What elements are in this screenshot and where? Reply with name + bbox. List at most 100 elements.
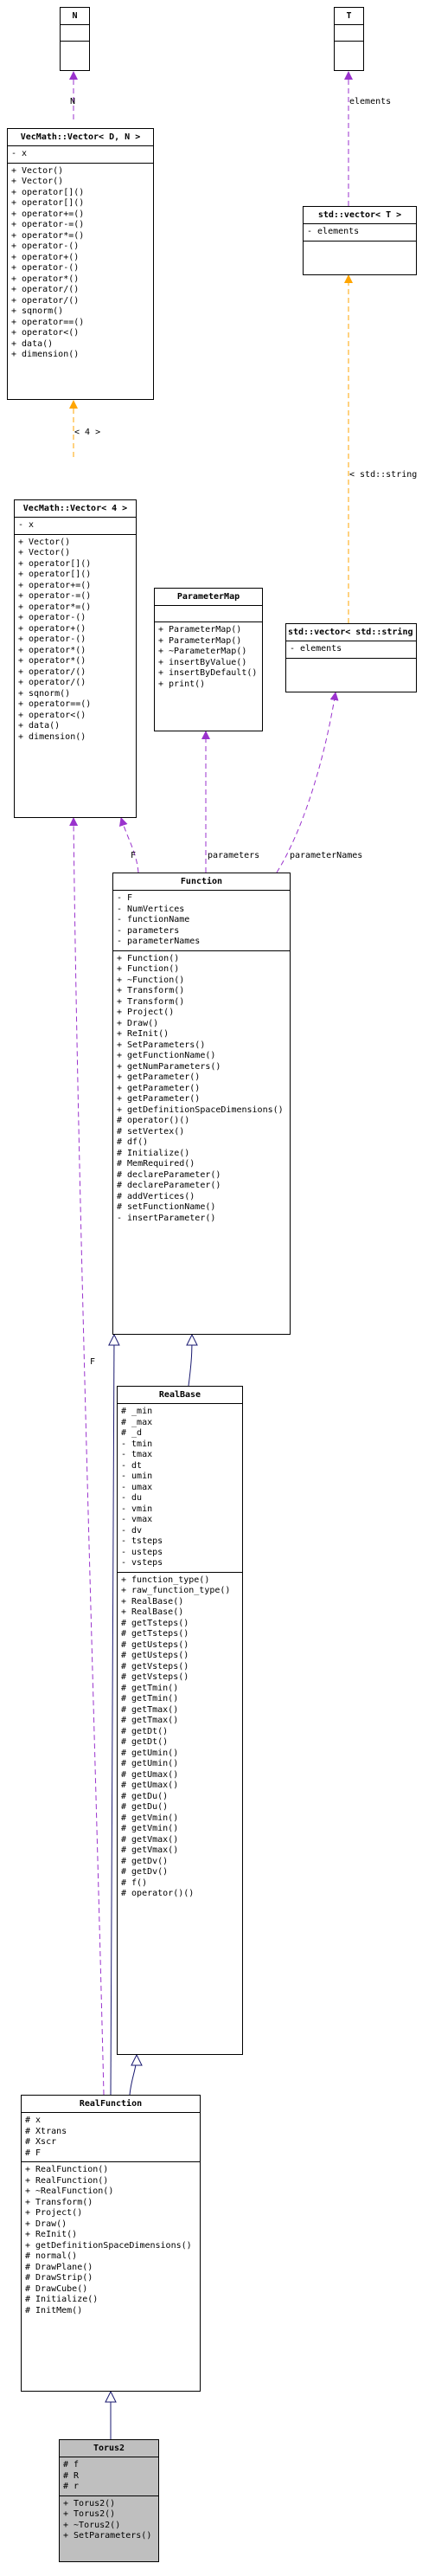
method-item: # getVmin() [121,1824,179,1833]
attribute-item: # r [63,2482,80,2491]
class-name: T [346,11,352,21]
method-item: # getUmax() [121,1769,179,1780]
method-item: + operator-=() [11,220,85,229]
attribute-item: # _d [121,1428,143,1438]
method-item: # getUmax() [121,1781,179,1790]
class-box-vecmath-vector-4: VecMath::Vector< 4 >- x+ Vector()+ Vecto… [14,499,137,818]
method-item: + Transform() [117,986,185,995]
method-section: + ParameterMap()+ ParameterMap()+ ~Param… [155,621,262,692]
method-item: + operator-() [18,634,86,644]
method-item: + ~ParameterMap() [158,647,247,656]
attribute-item: - functionName [117,915,190,924]
method-section: + Vector()+ Vector()+ operator[]()+ oper… [15,533,136,746]
method-item: + data() [11,338,54,349]
class-name: VecMath::Vector< D, N > [20,132,141,142]
class-name: ParameterMap [176,592,240,602]
method-item: + RealBase() [121,1607,184,1617]
method-item: + Vector() [18,537,71,547]
class-box-std-vector-string: std::vector< std::string >- elements [285,623,417,692]
method-item: + Vector() [18,548,71,557]
edge-label-template-4: < 4 > [74,428,101,437]
attribute-section: - elements [286,641,416,658]
method-item: + operator/() [18,667,86,677]
method-item: # getVmax() [121,1834,179,1845]
class-box-function: Function- F- NumVertices- functionName- … [112,873,291,1335]
method-item: + raw_function_type() [121,1586,231,1595]
method-item: # setFunctionName() [117,1202,216,1212]
edge-label-parameter-names: parameterNames [290,851,363,860]
method-item: # declareParameter() [117,1181,221,1190]
class-name: RealBase [158,1390,201,1400]
method-item: # DrawCube() [25,2283,88,2294]
method-item: + getNumParameters() [117,1061,221,1072]
method-item: # getUmin() [121,1759,179,1768]
method-item: # operator()() [121,1889,195,1898]
method-item: + insertByValue() [158,657,247,667]
attribute-section: - x [8,145,153,163]
method-section: + function_type()+ raw_function_type()+ … [118,1571,242,1903]
attribute-section: - x [15,517,136,534]
method-section: + Torus2()+ Torus2()+ ~Torus2()+ SetPara… [60,2495,158,2545]
attribute-section: - elements [304,223,416,241]
method-item: # getVsteps() [121,1672,189,1682]
method-section [61,41,89,57]
attribute-item: - parameterNames [117,937,201,946]
method-item: + operator*() [11,274,80,284]
attribute-item: - umax [121,1482,153,1492]
method-item: + operator[]() [11,198,85,208]
method-item: + RealBase() [121,1596,184,1607]
method-section: + RealFunction()+ RealFunction()+ ~RealF… [22,2161,200,2319]
method-section: + Vector()+ Vector()+ operator[]()+ oper… [8,162,153,364]
method-item: + operator-() [11,263,80,273]
class-box-t: T [334,7,364,71]
method-item: + operator-() [18,613,86,622]
method-item: + RealFunction() [25,2175,109,2186]
method-item: + operator*=() [18,602,92,612]
method-item: + operator/() [18,678,86,687]
class-name: RealFunction [79,2099,143,2109]
method-item: # addVertices() [117,1191,195,1201]
method-item: # df() [117,1137,149,1147]
method-item: + Torus2() [63,2509,116,2519]
class-name: N [72,11,78,21]
method-item: # getUmin() [121,1748,179,1758]
method-item: # DrawPlane() [25,2262,93,2272]
method-item: + operator-() [11,242,80,251]
method-item: + RealFunction() [25,2165,109,2174]
method-item: + ~RealFunction() [25,2186,114,2196]
attribute-section [335,24,363,41]
method-item: + Transform() [117,996,185,1007]
class-box-vecmath-vector-d-n: VecMath::Vector< D, N >- x+ Vector()+ Ve… [7,128,154,400]
attribute-item: # f [63,2460,80,2470]
method-item: # getVsteps() [121,1661,189,1671]
method-item: + SetParameters() [63,2531,152,2541]
attribute-item: - NumVertices [117,904,185,914]
edge-label-f-realfunction: F [90,1357,96,1367]
method-item: + data() [18,721,61,731]
method-item: # MemRequired() [117,1159,195,1169]
method-item: + getParameter() [117,1083,201,1093]
class-box-parametermap: ParameterMap + ParameterMap()+ ParameterM… [154,588,263,731]
class-name: std::vector< std::string > [288,628,416,637]
method-item: + ReInit() [25,2230,78,2239]
method-section [304,240,416,257]
method-item: + ~Function() [117,975,185,985]
method-item: + operator+=() [11,209,85,219]
method-item: # Initialize() [117,1148,190,1158]
edge-function-to-vector-string [276,692,339,873]
method-item: + Function() [117,964,180,974]
method-item: # getDt() [121,1737,169,1747]
method-item: + operator*() [18,645,86,655]
method-item: + ~Torus2() [63,2520,121,2530]
attribute-item: - dv [121,1525,143,1536]
class-box-n: N [60,7,90,71]
edge-realbase-inherits-function [189,1335,192,1387]
edge-label-parameters: parameters [208,851,260,860]
attribute-item: # Xtrans [25,2126,67,2136]
method-item: + operator[]() [18,558,92,569]
method-item: # getDu() [121,1791,169,1801]
method-item: + operator==() [18,699,92,709]
method-item: + operator[]() [11,187,85,197]
method-section [335,41,363,57]
method-item: + getParameter() [117,1072,201,1082]
